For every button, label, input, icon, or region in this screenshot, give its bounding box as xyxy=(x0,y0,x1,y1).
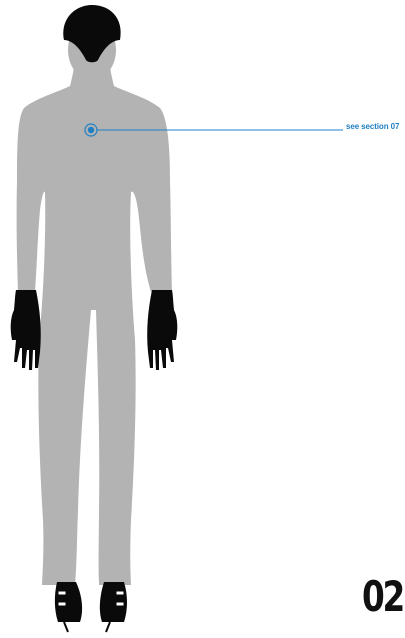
blade xyxy=(106,622,110,632)
callout-marker-dot[interactable] xyxy=(88,127,94,133)
blade xyxy=(64,622,68,632)
boot-buckle xyxy=(116,591,124,595)
boot-buckle xyxy=(116,602,124,606)
boot-buckle xyxy=(58,602,66,606)
callout-label[interactable]: see section 07 xyxy=(346,122,399,131)
page-number: 02 xyxy=(362,576,403,618)
boot-buckle xyxy=(58,591,66,595)
glove-icon xyxy=(11,290,41,370)
glove-icon xyxy=(147,290,177,370)
